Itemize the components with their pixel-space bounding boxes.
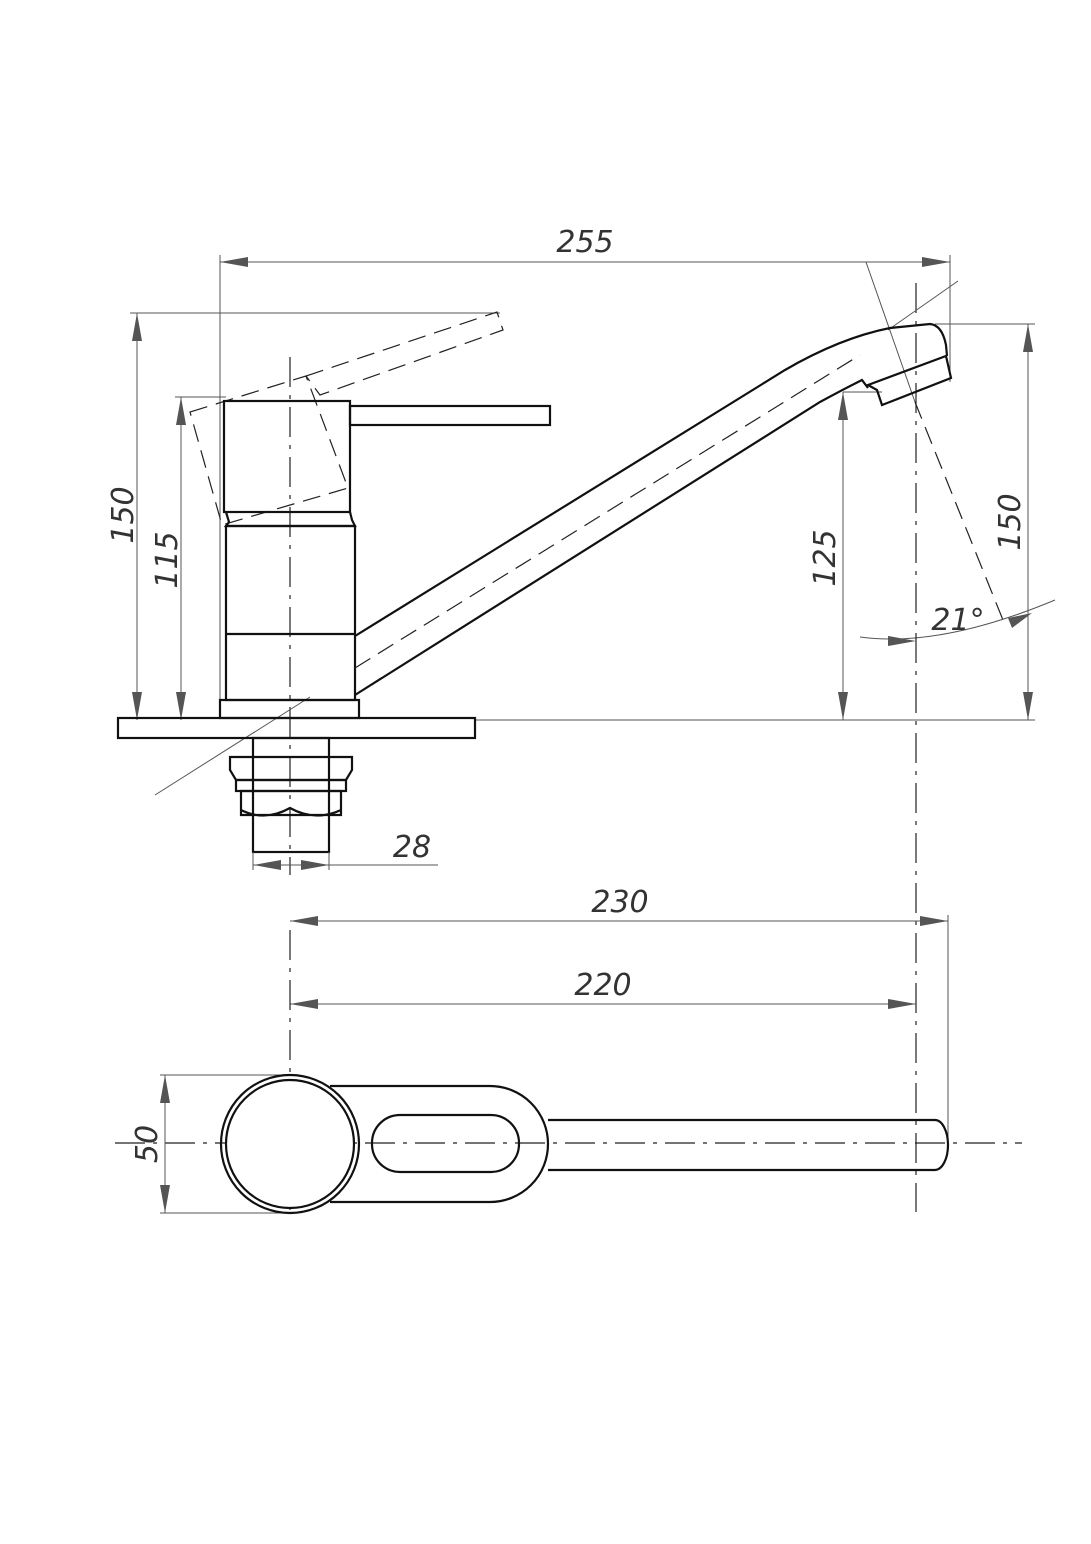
shank <box>251 736 331 854</box>
faucet-side-view <box>116 311 953 854</box>
dimension-220: 220 <box>290 968 916 1009</box>
nut-top <box>228 755 354 782</box>
dimension-28: 28 <box>252 830 438 870</box>
dimension-255-label: 255 <box>556 225 613 260</box>
dimension-150-right-label: 150 <box>993 493 1028 550</box>
lever-handle <box>348 404 552 427</box>
dimension-125: 125 <box>808 391 882 720</box>
lever-raised-outline <box>189 375 349 526</box>
construction-line <box>887 280 959 331</box>
spout-bottom <box>354 378 869 696</box>
cartridge-head <box>222 399 352 514</box>
dimension-150-right: 150 <box>475 323 1035 721</box>
dimension-125-label: 125 <box>808 529 843 586</box>
hex-nut <box>239 789 343 817</box>
spout-plan <box>548 1118 950 1172</box>
collar-slot <box>370 1113 521 1174</box>
dimension-255: 255 <box>219 225 951 700</box>
angle-21-label: 21° <box>931 603 984 638</box>
dimension-28-label: 28 <box>393 830 431 865</box>
dimension-150-left-label: 150 <box>106 486 141 543</box>
dimension-150-left: 150 <box>106 312 500 720</box>
dimension-angle-21: 21° <box>859 261 1056 646</box>
dimension-220-label: 220 <box>574 968 631 1003</box>
lever-raised-handle <box>305 311 504 396</box>
cartridge-circle <box>224 1078 356 1210</box>
spout-top <box>354 322 949 637</box>
dimension-50: 50 <box>130 1074 290 1214</box>
dimension-50-label: 50 <box>130 1125 165 1163</box>
dimension-115: 115 <box>150 396 226 720</box>
spout-collar <box>330 1084 550 1204</box>
body-outer-circle <box>219 1073 361 1215</box>
spout-axis <box>354 354 861 669</box>
construction-line <box>154 696 311 796</box>
aerator <box>865 354 953 407</box>
faucet-plan-view <box>219 1073 950 1215</box>
dimension-230-label: 230 <box>591 885 648 920</box>
dimension-230: 230 <box>290 885 949 1140</box>
dimension-115-label: 115 <box>150 531 185 588</box>
mounting-plate <box>116 716 477 740</box>
